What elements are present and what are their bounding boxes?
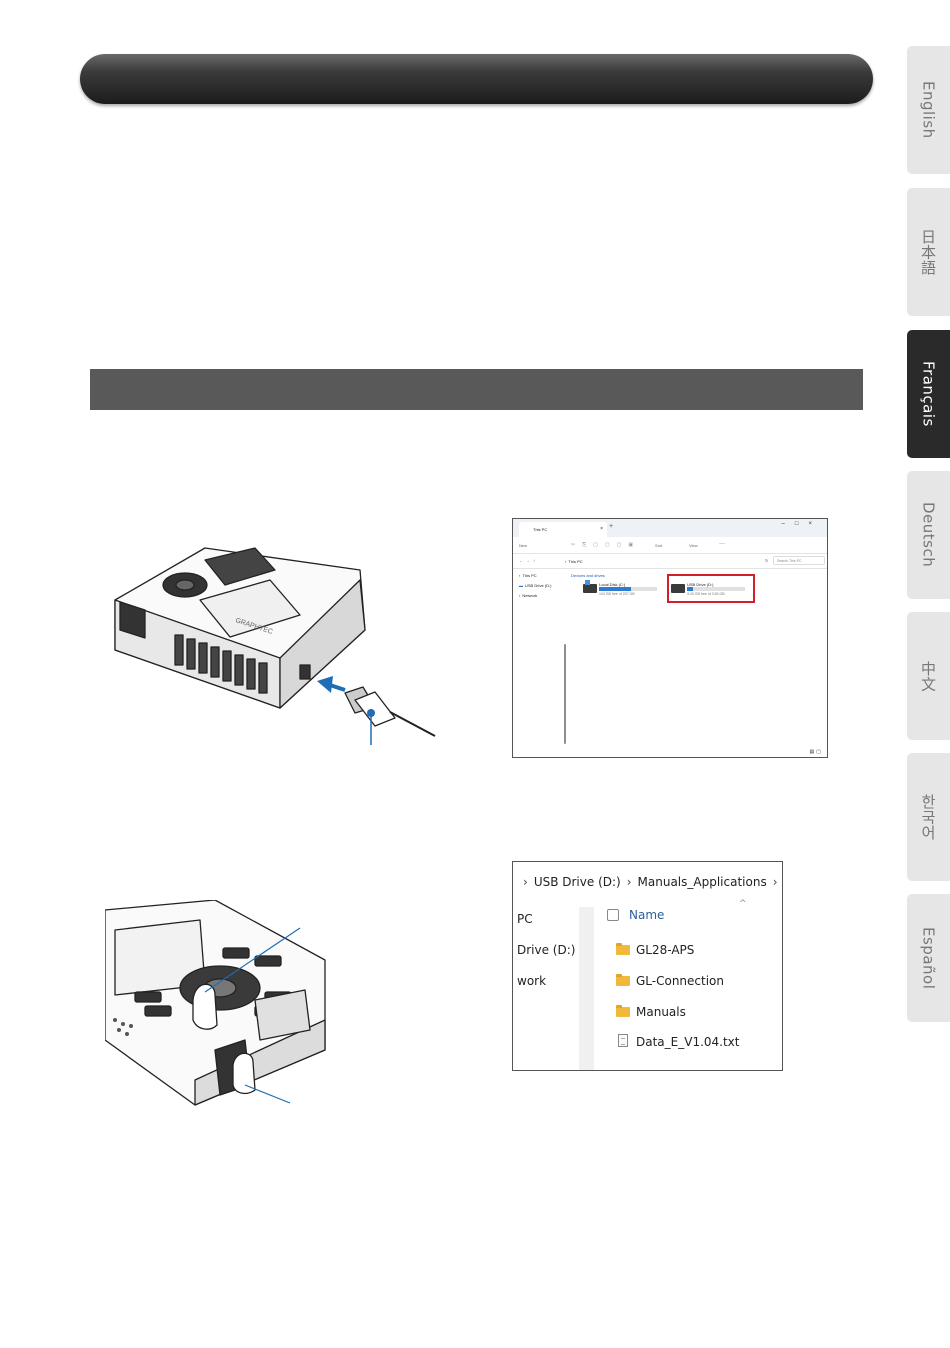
- nav-item-network[interactable]: ▪Network: [519, 593, 538, 598]
- nav-item-this-pc[interactable]: ▪This PC: [519, 573, 537, 578]
- device-usb-illustration: GRAPHTEC: [114, 547, 436, 745]
- address-bar: ←→↑ ▪This PC ↻ Search This PC: [513, 554, 827, 569]
- nav-item-usb-drive[interactable]: ▬USB Drive (D:): [519, 583, 552, 588]
- drive-icon: ▬: [519, 583, 523, 588]
- tab-japanese[interactable]: 日本語: [907, 188, 950, 316]
- drive-usage-bar: [599, 587, 657, 591]
- view-button[interactable]: View: [689, 543, 698, 548]
- drive-usage-fill: [599, 587, 632, 591]
- tab-german[interactable]: Deutsch: [907, 471, 950, 599]
- pc-icon: ▪: [519, 573, 521, 578]
- drive-usb-d[interactable]: USB Drive (D:) 3.40 GB free of 3.80 GB: [671, 582, 751, 598]
- nav-scrollbar[interactable]: [564, 644, 566, 744]
- folder-icon: [616, 974, 630, 986]
- tab-korean[interactable]: 한국어: [907, 753, 950, 881]
- explorer-tab[interactable]: This PC ×: [519, 522, 607, 537]
- close-tab-icon[interactable]: ×: [600, 526, 603, 532]
- explorer-toolbar: New ✂⎘▢▢▢▣ Sort View ···: [513, 537, 827, 554]
- toolbar-action-icons[interactable]: ✂⎘▢▢▢▣: [571, 542, 641, 548]
- search-input[interactable]: Search This PC: [773, 556, 825, 565]
- explorer-window: This PC × + –□× New ✂⎘▢▢▢▣ Sort View ···…: [512, 518, 828, 758]
- view-mode-icons[interactable]: ▤▢: [809, 749, 823, 755]
- chevron-right-icon: ›: [772, 875, 778, 889]
- devices-group-label: Devices and drives: [571, 573, 605, 578]
- chevron-right-icon: ›: [626, 875, 632, 889]
- name-column-header[interactable]: Name: [629, 908, 665, 922]
- usb-drive-highlight-box: [667, 574, 755, 603]
- refresh-icon[interactable]: ↻: [765, 558, 769, 563]
- chevron-right-icon: ›: [523, 875, 528, 889]
- folder-icon: [616, 943, 630, 955]
- tab-french[interactable]: Français: [907, 330, 950, 458]
- navigation-pane: ▪This PC ▬USB Drive (D:) ▪Network: [513, 568, 563, 757]
- tab-english[interactable]: English: [907, 46, 950, 174]
- nav-item[interactable]: Drive (D:): [517, 943, 576, 957]
- tab-spanish[interactable]: Español: [907, 894, 950, 1022]
- nav-item[interactable]: PC: [517, 912, 533, 926]
- network-icon: ▪: [519, 593, 521, 598]
- drive-usage-fill: [687, 587, 693, 591]
- nav-item[interactable]: work: [517, 974, 547, 988]
- tab-chinese[interactable]: 中文: [907, 612, 950, 740]
- window-controls[interactable]: –□×: [781, 521, 822, 527]
- address-path[interactable]: ▪This PC: [565, 559, 583, 564]
- drives-pane: Devices and drives Local Disk (C:) 104 G…: [569, 568, 827, 757]
- new-button[interactable]: New: [519, 543, 528, 548]
- sort-button[interactable]: Sort: [655, 543, 663, 548]
- drive-local-c[interactable]: Local Disk (C:) 104 GB free of 237 GB: [583, 580, 663, 598]
- local-disk-icon: [583, 580, 597, 593]
- breadcrumb-item[interactable]: Manuals_Applications: [637, 875, 767, 889]
- nav-arrows-icon[interactable]: ←→↑: [519, 558, 538, 563]
- new-tab-icon[interactable]: +: [609, 523, 614, 530]
- chapter-title-bar: [80, 54, 873, 104]
- sort-ascending-icon: ^: [739, 899, 747, 909]
- breadcrumb-item[interactable]: USB Drive (D:): [533, 875, 621, 889]
- text-file-icon: [618, 1034, 628, 1047]
- device-buttons-illustration: [105, 900, 326, 1106]
- pc-icon: ▪: [565, 559, 567, 564]
- file-list-panel: › USB Drive (D:) › Manuals_Applications › PC…: [512, 861, 783, 1071]
- more-options-icon[interactable]: ···: [719, 541, 725, 547]
- nav-scrollbar[interactable]: [579, 907, 594, 1070]
- select-all-checkbox[interactable]: [607, 909, 619, 921]
- drive-usage-bar: [687, 587, 745, 591]
- explorer-tab-bar: This PC × + –□×: [513, 519, 827, 537]
- folder-icon: [616, 1005, 630, 1017]
- usb-drive-icon: [671, 584, 685, 593]
- breadcrumb: › USB Drive (D:) › Manuals_Applications ›: [517, 875, 782, 889]
- section-heading-bar: [90, 369, 863, 410]
